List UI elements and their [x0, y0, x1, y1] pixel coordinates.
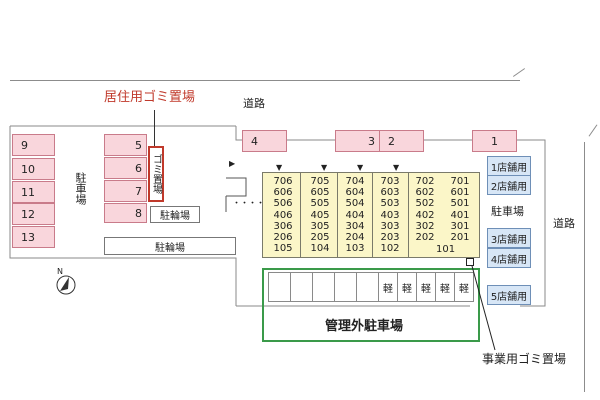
store-parking-3: 3店舗用 — [487, 228, 531, 248]
unit-number: 403 — [380, 209, 400, 221]
unit-number: 706 — [273, 176, 293, 187]
unit-number: 501 — [450, 198, 470, 210]
unit-number: 504 — [345, 198, 365, 210]
parking-space-13: 13 — [12, 226, 55, 248]
building-divider — [337, 172, 338, 258]
unit-number: 502 — [415, 198, 435, 210]
unit-column-6: 701 601 501 401 301 201 — [447, 176, 473, 243]
parking-space-1: 1 — [472, 130, 517, 152]
unit-number: 202 — [415, 232, 435, 244]
unit-number: 705 — [310, 176, 330, 187]
unit-number: 702 — [415, 176, 435, 187]
unit-number: 104 — [310, 243, 330, 255]
unmanaged-parking-label: 管理外駐車場 — [325, 319, 404, 334]
unit-number: 303 — [380, 220, 400, 232]
unit-number: 704 — [345, 176, 365, 187]
unit-number: 301 — [450, 220, 470, 232]
unit-number: 503 — [380, 198, 400, 210]
road-label-right: 道路 — [553, 217, 575, 230]
parking-label-vertical: 駐車場 — [74, 172, 87, 205]
kei-slot-4: 軽 — [435, 272, 455, 302]
parking-space-6: 6 — [104, 157, 147, 179]
unit-number: 105 — [273, 243, 293, 255]
garbage-leader-line — [154, 110, 155, 146]
unit-number: 401 — [450, 209, 470, 221]
unit-number: 304 — [345, 220, 365, 232]
north-compass-icon: N — [55, 267, 77, 297]
parking-space-2: 2 — [379, 130, 424, 152]
parking-space-10: 10 — [12, 158, 55, 180]
unit-arrow-icon: ▼ — [393, 163, 400, 172]
unit-number: 404 — [345, 209, 365, 221]
parking-space-7: 7 — [104, 180, 147, 202]
unit-column-4: 703 603 503 403 303 203 102 — [377, 176, 403, 254]
unit-column-3: 704 604 504 404 304 204 103 — [342, 176, 368, 254]
unit-number: 505 — [310, 198, 330, 210]
unit-number: 305 — [310, 220, 330, 232]
bicycle-parking-2: 駐輪場 — [104, 237, 236, 255]
store-parking-2: 2店舗用 — [487, 175, 531, 195]
kei-slot-5: 軽 — [454, 272, 474, 302]
unit-number: 402 — [415, 209, 435, 221]
road-top-edge — [10, 80, 520, 81]
unit-number: 605 — [310, 187, 330, 199]
garbage-area: ゴミ置場 — [148, 146, 164, 202]
unit-number: 102 — [380, 243, 400, 255]
residential-garbage-label: 居住用ゴミ置場 — [104, 90, 196, 105]
store-parking-1: 1店舗用 — [487, 156, 531, 176]
bicycle-parking-1: 駐輪場 — [150, 206, 200, 223]
unit-number: 204 — [345, 232, 365, 244]
unit-number: 302 — [415, 220, 435, 232]
road-label-top: 道路 — [243, 97, 265, 110]
business-garbage-box — [466, 258, 474, 266]
unit-number: 603 — [380, 187, 400, 199]
building-divider — [300, 172, 301, 258]
parking-space-4: 4 — [242, 130, 287, 152]
unit-number: 606 — [273, 187, 293, 199]
business-garbage-label: 事業用ゴミ置場 — [482, 352, 567, 366]
unit-number: 201 — [450, 232, 470, 244]
building — [262, 172, 480, 258]
parking-space-11: 11 — [12, 181, 55, 203]
unit-number: 601 — [450, 187, 470, 199]
unit-101: 101 — [436, 244, 456, 255]
unit-number: 405 — [310, 209, 330, 221]
unit-number: 203 — [380, 232, 400, 244]
parking-label-right: 駐車場 — [491, 205, 524, 218]
unit-number: 506 — [273, 198, 293, 210]
unit-number: 703 — [380, 176, 400, 187]
parking-space-5: 5 — [104, 134, 147, 156]
unit-number: 701 — [450, 176, 470, 187]
building-divider — [372, 172, 373, 258]
unit-number: 103 — [345, 243, 365, 255]
unit-number: 604 — [345, 187, 365, 199]
unit-column-5: 702 602 502 402 302 202 — [412, 176, 438, 243]
unit-number: 206 — [273, 232, 293, 244]
unit-arrow-icon: ▼ — [357, 163, 364, 172]
road-right-edge — [584, 142, 585, 392]
unit-column-2: 705 605 505 405 305 205 104 — [307, 176, 333, 254]
parking-space-9: 9 — [12, 134, 55, 156]
unit-arrow-icon: ▼ — [321, 163, 328, 172]
unit-number: 602 — [415, 187, 435, 199]
unit-arrow-icon: ▼ — [276, 163, 283, 172]
unmanaged-parking-area — [262, 268, 480, 342]
unit-number: 205 — [310, 232, 330, 244]
dots-label: ・・・・ — [232, 199, 265, 209]
parking-space-12: 12 — [12, 203, 55, 225]
building-divider — [408, 172, 409, 258]
unit-number: 306 — [273, 220, 293, 232]
compass-north-label: N — [57, 267, 63, 276]
store-parking-5: 5店舗用 — [487, 285, 531, 305]
unit-number: 406 — [273, 209, 293, 221]
store-parking-4: 4店舗用 — [487, 248, 531, 268]
unit-column-1: 706 606 506 406 306 206 105 — [270, 176, 296, 254]
parking-space-8: 8 — [104, 203, 147, 223]
entrance-arrow-icon: ▶ — [229, 159, 236, 168]
